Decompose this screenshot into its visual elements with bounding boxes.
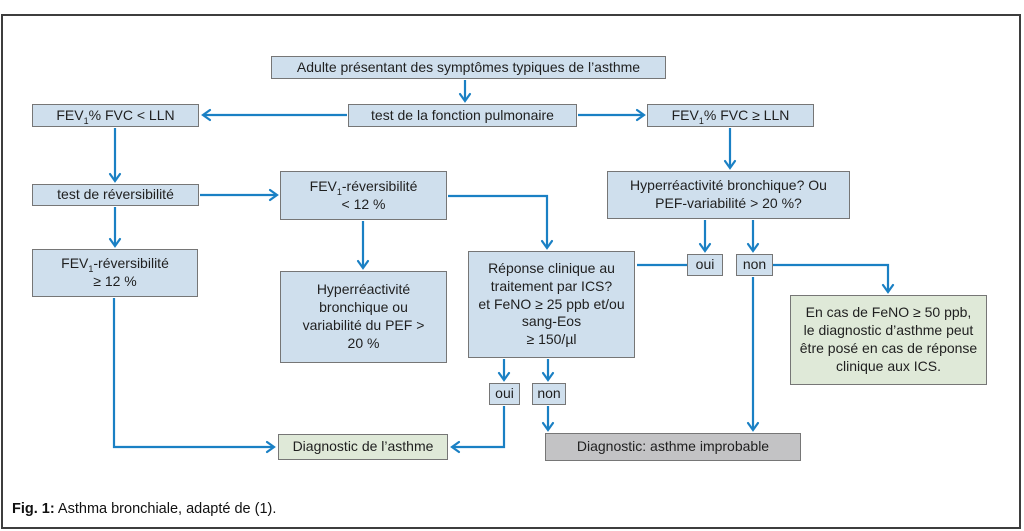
- node-label-line3: être posé en cas de réponse: [799, 340, 978, 356]
- node-label-line1: Hyperréactivité bronchique? Ou: [630, 177, 827, 194]
- node-label: test de réversibilité: [57, 186, 174, 203]
- node-label-line1: Hyperréactivité: [316, 281, 411, 298]
- caption-text: Asthma bronchiale, adapté de (1).: [54, 501, 277, 517]
- node-label: oui: [695, 256, 715, 273]
- node-label-line5: ≥ 150/µl: [526, 331, 577, 348]
- node-oui-right: oui: [687, 254, 723, 276]
- node-reversibilite-sup-12: FEV1-réversibilité ≥ 12 %: [32, 249, 198, 297]
- node-diagnostic-improbable: Diagnostic: asthme improbable: [545, 433, 801, 461]
- node-label-line2: ≥ 12 %: [93, 273, 137, 289]
- node-label-line2: le diagnostic d’asthme peut: [803, 322, 974, 339]
- node-fev-fvc-superieur-lln: FEV1% FVC ≥ LLN: [647, 104, 814, 127]
- node-feno-info: En cas de FeNO ≥ 50 ppb, le diagnostic d…: [790, 295, 987, 385]
- node-non-right: non: [736, 254, 773, 276]
- node-label-line4: clinique aux ICS.: [835, 357, 942, 374]
- node-reponse-clinique-ics: Réponse clinique au traitement par ICS? …: [468, 251, 635, 358]
- node-adulte-symptomes: Adulte présentant des symptômes typiques…: [271, 56, 666, 79]
- node-label: non: [537, 385, 561, 402]
- node-test-fonction-pulmonaire: test de la fonction pulmonaire: [348, 104, 577, 127]
- node-label-line4: sang-Eos: [521, 313, 582, 330]
- connector-lines: [108, 80, 895, 454]
- node-label-line2: PEF-variabilité > 20 %?: [655, 195, 802, 211]
- node-label-line2: traitement par ICS?: [490, 277, 613, 294]
- node-label-line1: En cas de FeNO ≥ 50 ppb,: [805, 304, 972, 321]
- node-reversibilite-inf-12: FEV1-réversibilité < 12 %: [280, 171, 447, 220]
- node-fev-fvc-inferieur-lln: FEV1% FVC < LLN: [32, 104, 199, 127]
- node-hyperreactivite-question: Hyperréactivité bronchique? Ou PEF-varia…: [607, 171, 850, 219]
- node-label: Adulte présentant des symptômes typiques…: [296, 58, 641, 75]
- node-label: test de la fonction pulmonaire: [371, 106, 554, 123]
- node-label-line3: et FeNO ≥ 25 ppb et/ou: [478, 295, 625, 312]
- node-label-line2: bronchique ou: [319, 299, 408, 316]
- node-test-reversibilite: test de réversibilité: [32, 184, 199, 206]
- node-label-line1: FEV1-réversibilité: [61, 255, 169, 274]
- node-label-line1: FEV1-réversibilité: [309, 177, 418, 197]
- node-label-line1: Réponse clinique au: [488, 259, 615, 276]
- node-label: non: [742, 256, 767, 273]
- node-label-line2: < 12 %: [341, 195, 386, 212]
- node-label: Diagnostic: asthme improbable: [576, 438, 770, 455]
- node-label-line4: 20 %: [347, 334, 380, 351]
- figure-caption: Fig. 1: Asthma bronchiale, adapté de (1)…: [12, 501, 276, 517]
- node-hyperreactivite-ou-pef: Hyperréactivité bronchique ou variabilit…: [280, 271, 447, 363]
- node-label: FEV1% FVC ≥ LLN: [671, 106, 790, 126]
- caption-label: Fig. 1:: [12, 501, 55, 517]
- node-label: Diagnostic de l’asthme: [292, 438, 434, 455]
- node-diagnostic-asthme: Diagnostic de l’asthme: [278, 434, 448, 460]
- node-label: oui: [495, 385, 514, 402]
- node-label: FEV1% FVC < LLN: [56, 106, 175, 126]
- node-label-line3: variabilité du PEF >: [302, 317, 425, 333]
- node-oui-bottom: oui: [489, 383, 520, 405]
- node-non-bottom: non: [532, 383, 566, 405]
